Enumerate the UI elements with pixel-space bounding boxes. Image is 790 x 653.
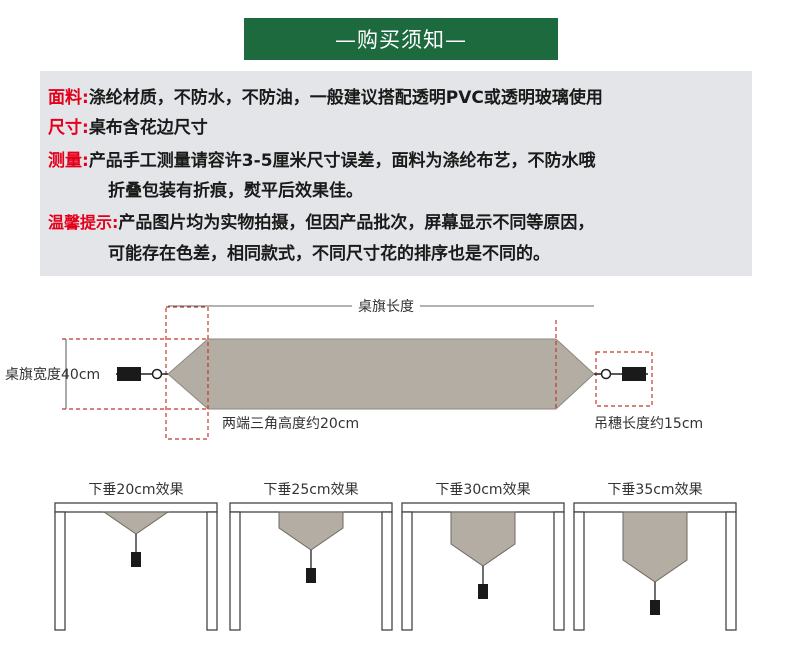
table-leg-left-20: [54, 511, 66, 631]
hanging-runner-35: [622, 511, 688, 583]
tassel-body-30: [478, 584, 488, 599]
right-tassel-body: [622, 367, 646, 381]
table-leg-left-30: [401, 511, 413, 631]
drop-label-20: 下垂20cm效果: [88, 482, 183, 498]
length-label: 桌旗长度: [358, 299, 414, 315]
tip-line-2: 可能存在色差，相同款式，不同尺寸花的排序也是不同的。: [108, 239, 550, 264]
table-leg-left-35: [573, 511, 585, 631]
left-tassel-body: [117, 367, 141, 381]
fabric-text: 涤纶材质，不防水，不防油，一般建议搭配透明PVC或透明玻璃使用: [88, 88, 603, 108]
table-top-30: [401, 502, 565, 513]
table-leg-left-25: [229, 511, 241, 631]
tassel-label: 吊穗长度约15cm: [594, 416, 703, 432]
right-tassel-ring: [600, 368, 612, 380]
table-leg-right-25: [381, 511, 393, 631]
length-guide-left-box: [165, 306, 209, 440]
tassel-body-20: [131, 552, 141, 567]
notice-box: 面料:涤纶材质，不防水，不防油，一般建议搭配透明PVC或透明玻璃使用 尺寸:桌布…: [40, 71, 752, 276]
tip-text: 产品图片均为实物拍摄，但因产品批次，屏幕显示不同等原因，: [118, 213, 595, 233]
drop-label-25: 下垂25cm效果: [263, 482, 358, 498]
left-tassel-ring: [151, 368, 163, 380]
triangle-label: 两端三角高度约20cm: [222, 415, 359, 432]
table-top-20: [54, 502, 218, 513]
notice-banner: —购买须知—: [244, 18, 558, 60]
table-leg-right-35: [725, 511, 737, 631]
width-label: 桌旗宽度40cm: [5, 366, 100, 383]
tip-line: 温馨提示:产品图片均为实物拍摄，但因产品批次，屏幕显示不同等原因，: [48, 208, 594, 233]
drop-label-35: 下垂35cm效果: [607, 482, 702, 498]
size-text: 桌布含花边尺寸: [88, 118, 208, 138]
fabric-label: 面料:: [48, 88, 89, 108]
tassel-guide-box: [595, 351, 653, 407]
tassel-body-35: [650, 600, 660, 615]
table-top-35: [573, 502, 737, 513]
table-top-25: [229, 502, 393, 513]
size-line: 尺寸:桌布含花边尺寸: [48, 113, 208, 138]
measure-line: 测量:产品手工测量请容许3-5厘米尺寸误差，面料为涤纶布艺，不防水哦: [48, 146, 596, 171]
drop-label-30: 下垂30cm效果: [435, 482, 530, 498]
tip-text-2: 可能存在色差，相同款式，不同尺寸花的排序也是不同的。: [108, 244, 550, 264]
hanging-runner-30: [450, 511, 516, 567]
table-leg-right-30: [553, 511, 565, 631]
tip-label: 温馨提示:: [48, 213, 119, 232]
measure-line-2: 折叠包装有折痕，熨平后效果佳。: [108, 176, 363, 201]
runner-shape: [167, 338, 595, 410]
hanging-runner-25: [278, 511, 344, 551]
banner-title: —购买须知—: [335, 28, 467, 52]
measure-text: 产品手工测量请容许3-5厘米尺寸误差，面料为涤纶布艺，不防水哦: [88, 151, 596, 171]
measure-text-2: 折叠包装有折痕，熨平后效果佳。: [108, 181, 363, 201]
table-leg-right-20: [206, 511, 218, 631]
measure-label: 测量:: [48, 151, 89, 171]
hanging-runner-20: [102, 511, 170, 535]
size-label: 尺寸:: [48, 118, 89, 138]
fabric-line: 面料:涤纶材质，不防水，不防油，一般建议搭配透明PVC或透明玻璃使用: [48, 83, 603, 108]
tassel-body-25: [306, 568, 316, 583]
